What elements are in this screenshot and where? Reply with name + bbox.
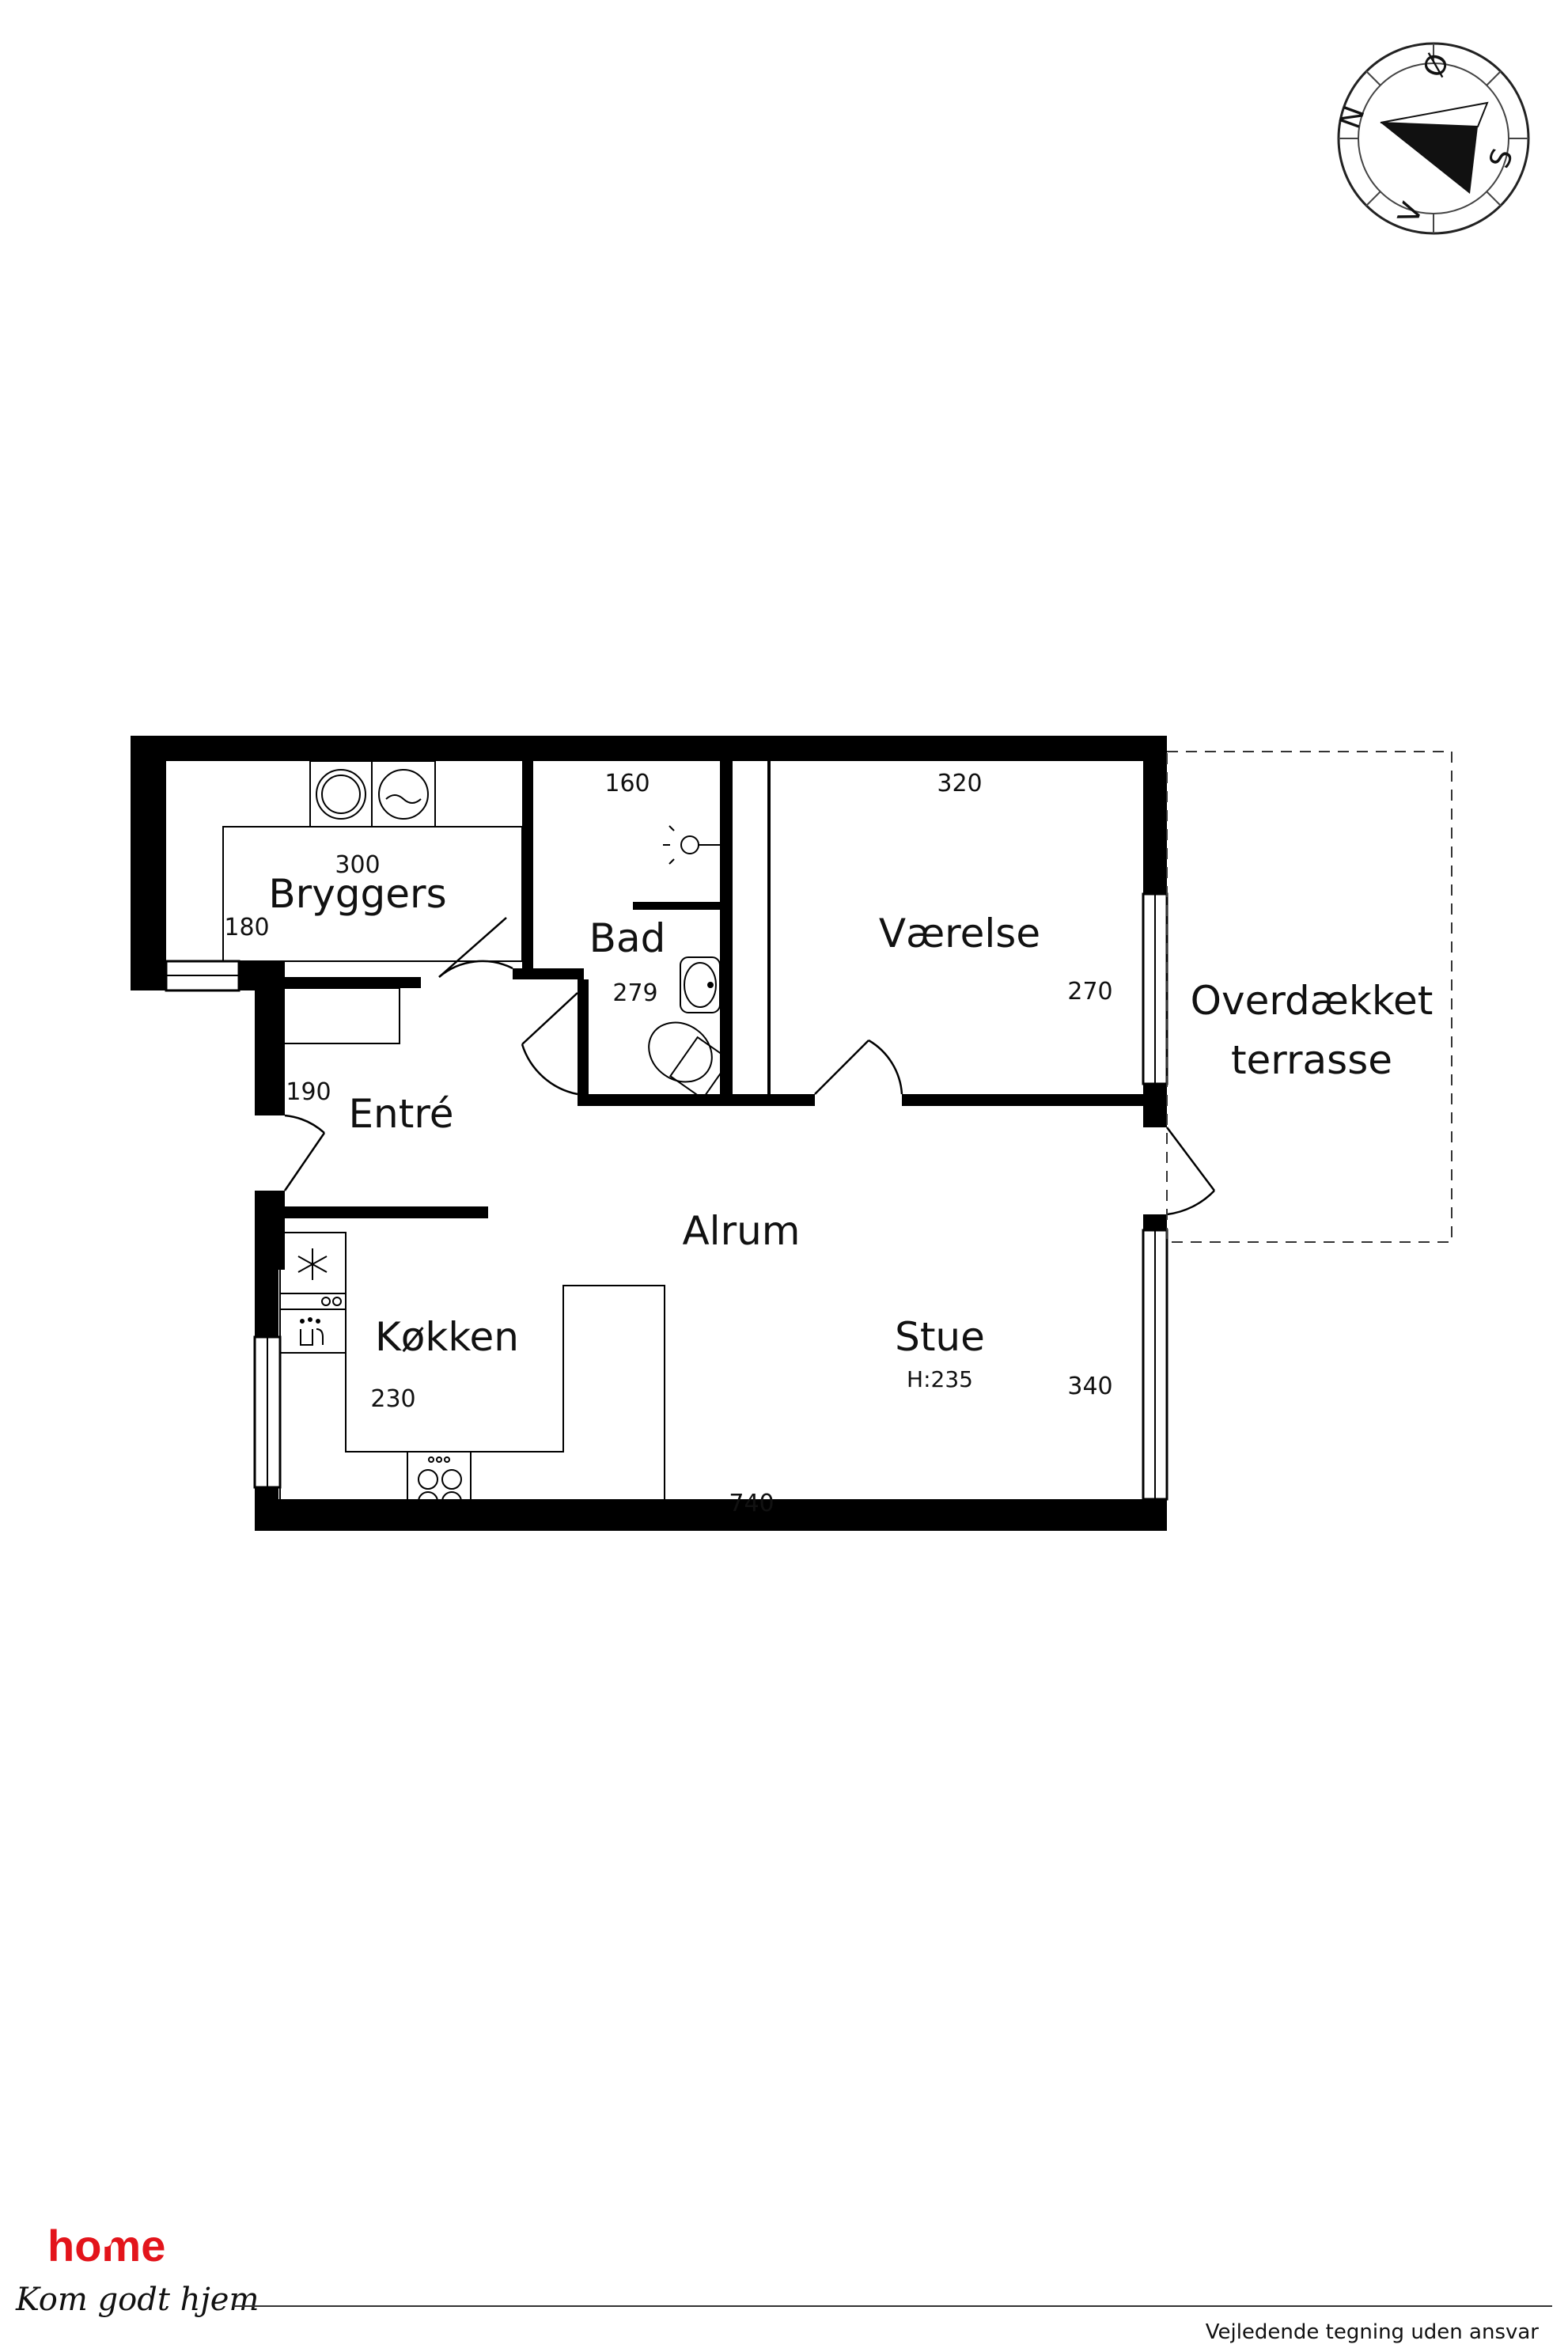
vaerelse-depth: 270 [1067, 978, 1112, 1006]
entre-name: Entré [348, 1091, 453, 1137]
compass-v: V [1392, 199, 1430, 229]
walls [131, 736, 1168, 1531]
stue-height: H:235 [907, 1366, 973, 1392]
compass-o: Ø [1418, 49, 1456, 81]
terrasse-line1: Overdækket [1191, 978, 1434, 1024]
stue-depth: 340 [1067, 1373, 1112, 1400]
bad-name: Bad [589, 915, 666, 961]
terrace-outline [1166, 751, 1452, 1243]
dryer-icon [371, 760, 436, 828]
koekken-width: 230 [370, 1385, 415, 1413]
koekken-name: Køkken [375, 1314, 519, 1360]
entre-depth: 190 [286, 1078, 331, 1106]
washing-machine-icon [309, 760, 373, 828]
footer-disclaimer: Vejledende tegning uden ansvar [1206, 2320, 1540, 2344]
doors [283, 917, 1215, 1216]
room-labels: 300 Bryggers 180 160 Bad 279 320 Værelse… [224, 770, 1433, 1517]
compass: N Ø S V [1334, 42, 1530, 235]
vaerelse-width: 320 [937, 770, 982, 797]
stue-name: Stue [895, 1314, 985, 1360]
entre-cabinet [282, 987, 400, 1044]
toilet-icon [648, 1021, 732, 1100]
compass-s: S [1483, 145, 1520, 173]
footer: home Kom godt hjem Vejledende tegning ud… [15, 2221, 1552, 2344]
bad-width: 160 [604, 770, 650, 797]
heart-icon [100, 2236, 112, 2247]
bad-depth: 279 [612, 979, 657, 1007]
terrasse-line2: terrasse [1231, 1037, 1392, 1083]
alrum-name: Alrum [682, 1208, 800, 1254]
freezer-icon [297, 1248, 328, 1280]
stove-icon [407, 1451, 472, 1516]
stue-width: 740 [729, 1490, 774, 1517]
fixtures [222, 760, 771, 1516]
bryggers-depth: 180 [224, 914, 269, 941]
brand-tagline: Kom godt hjem [15, 2282, 259, 2318]
bryggers-width: 300 [335, 851, 380, 879]
compass-needle-icon [1381, 123, 1478, 194]
shower-icon [663, 825, 720, 865]
vaerelse-name: Værelse [879, 911, 1040, 956]
sink-icon [680, 956, 721, 1013]
brand-logo: home [47, 2221, 165, 2271]
dishwasher-icon [300, 1317, 324, 1346]
kitchen-island [345, 1233, 665, 1515]
bryggers-name: Bryggers [268, 871, 446, 917]
